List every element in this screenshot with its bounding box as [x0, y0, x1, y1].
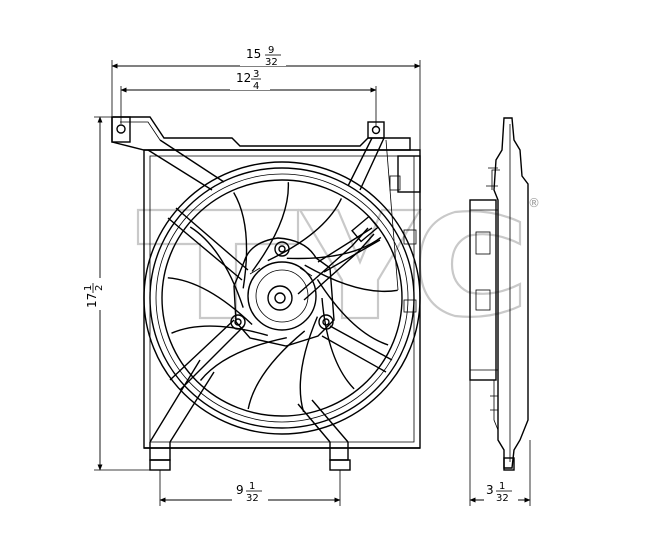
dim-whole: 3: [486, 483, 494, 497]
dimension-bottom-span: 9 1 32: [232, 480, 268, 504]
dimension-mount-span: 12 3 4: [230, 68, 270, 92]
dim-whole: 9: [236, 483, 244, 497]
fan-ring: [143, 161, 421, 435]
dimension-lines: [94, 60, 531, 506]
dim-whole: 12: [236, 71, 251, 85]
fan-blade: [299, 316, 319, 413]
dim-denominator: 32: [496, 493, 509, 504]
fan-blade: [304, 264, 398, 293]
dim-numerator: 1: [499, 481, 505, 492]
dim-denominator: 2: [94, 285, 105, 291]
dim-denominator: 32: [265, 57, 278, 68]
dim-numerator: 1: [249, 481, 255, 492]
side-view: [469, 117, 529, 471]
motor-assembly: [167, 207, 393, 391]
dimension-depth: 3 1 32: [484, 480, 518, 504]
dim-whole: 15: [246, 47, 261, 61]
dim-numerator: 9: [268, 45, 274, 56]
dim-denominator: 32: [246, 493, 259, 504]
fan-blade: [199, 337, 287, 381]
dimension-overall-width: 15 9 32: [240, 44, 286, 68]
fan-blade: [247, 330, 306, 410]
registered-mark: ®: [528, 196, 540, 210]
fan-blade: [233, 192, 248, 289]
fan-blades: [167, 182, 398, 413]
dim-whole: 17: [85, 293, 99, 308]
fan-blade: [316, 279, 389, 346]
fan-blade: [321, 297, 355, 390]
shroud-front-view: [111, 116, 421, 471]
dim-numerator: 1: [83, 285, 94, 291]
fan-blade: [189, 226, 244, 308]
dimension-overall-height: 17 1 2: [80, 278, 105, 310]
fan-blade: [267, 198, 343, 262]
fan-blade: [171, 325, 268, 337]
dim-numerator: 3: [253, 69, 259, 80]
dim-denominator: 4: [253, 81, 259, 92]
fan-blade: [251, 182, 290, 272]
